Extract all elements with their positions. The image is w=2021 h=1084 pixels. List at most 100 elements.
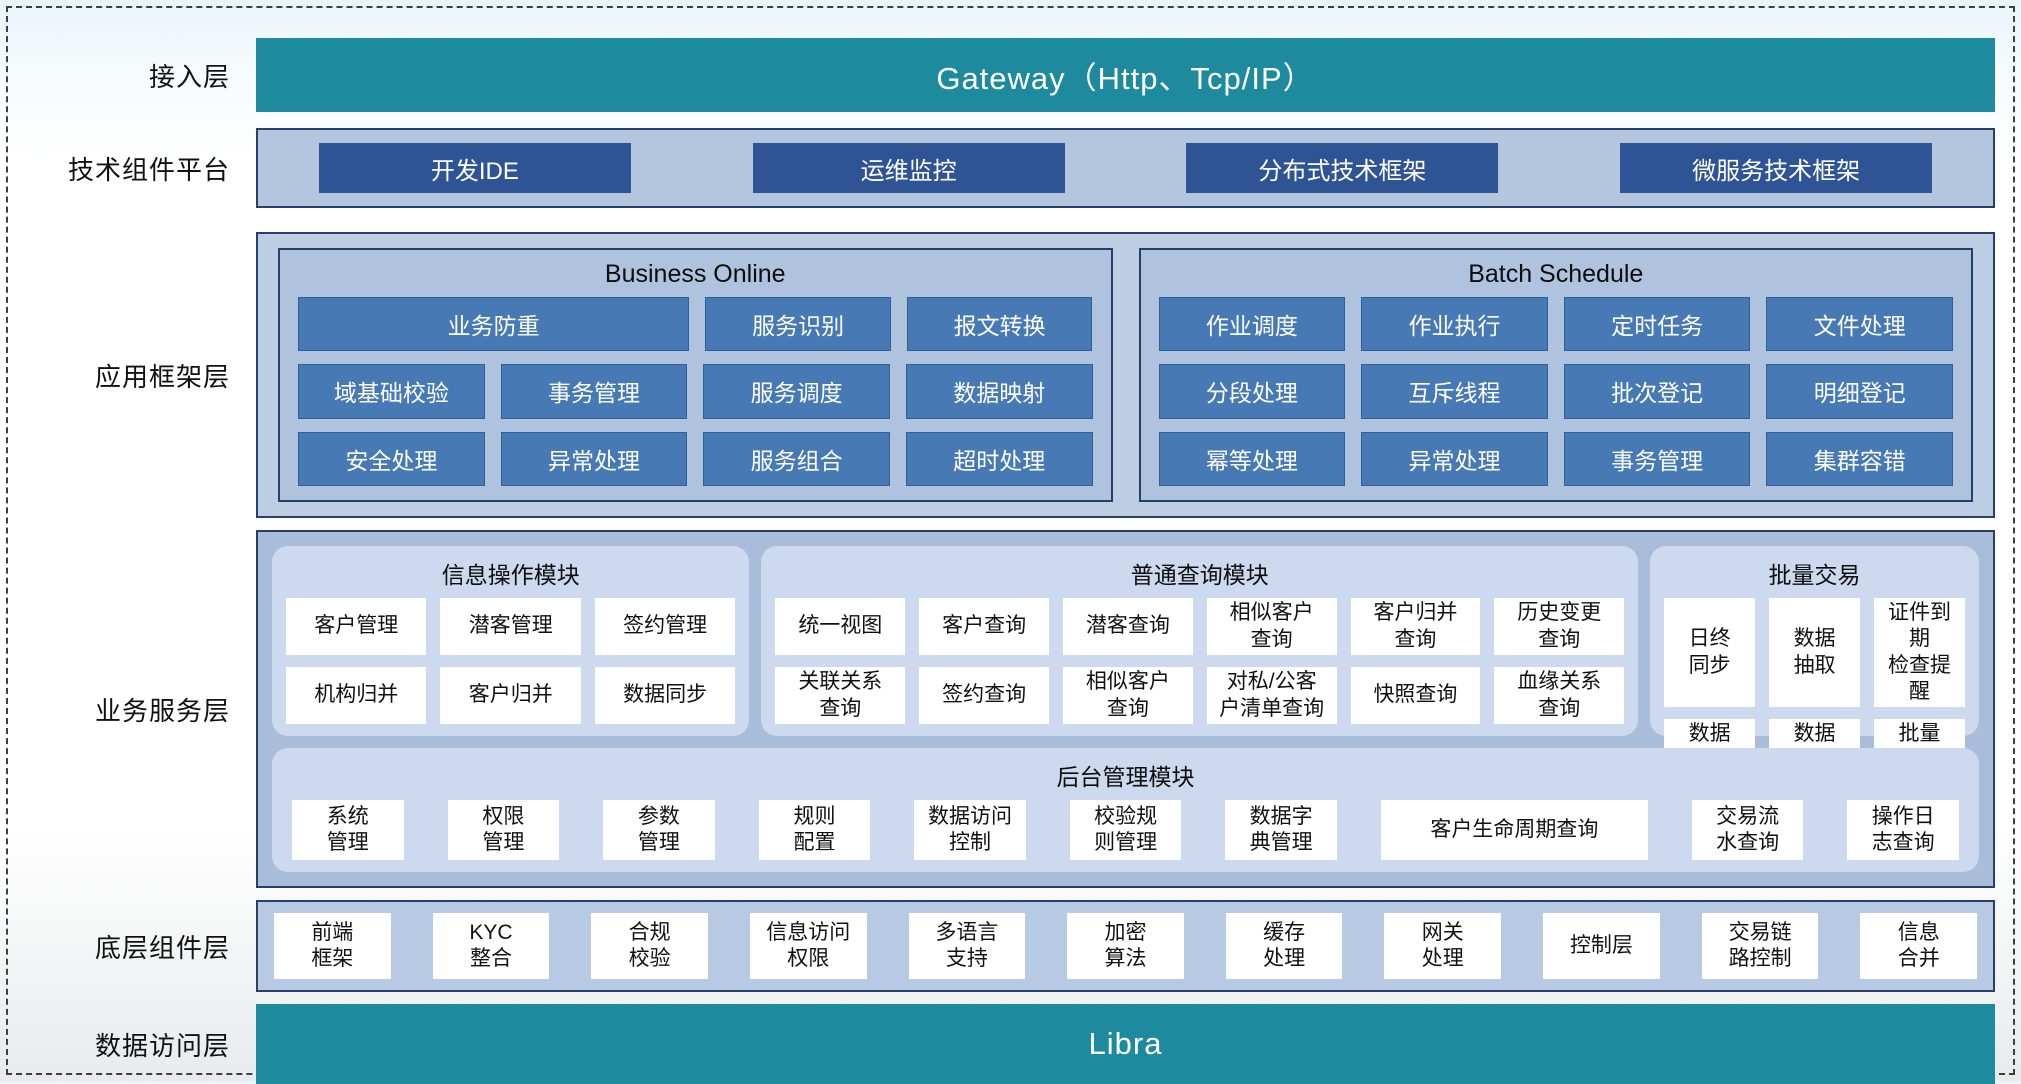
info-ops-grid: 客户管理潜客管理签约管理机构归并客户归并数据同步 (286, 598, 736, 724)
base-component-item: 交易链 路控制 (1701, 913, 1819, 979)
info-ops-item: 客户归并 (440, 667, 581, 724)
diagram-row: 关联关系 查询签约查询相似客户 查询对私/公客 户清单查询快照查询血缘关系 查询 (775, 667, 1625, 724)
diagram-row: 机构归并客户归并数据同步 (286, 667, 736, 724)
business-service-panel: 信息操作模块 客户管理潜客管理签约管理机构归并客户归并数据同步 普通查询模块 统… (256, 530, 1995, 888)
diagram-row: 作业调度作业执行定时任务文件处理 (1158, 297, 1953, 352)
diagram-row: 日终 同步数据 抽取证件到期 检查提醒 (1664, 598, 1966, 707)
admin-module-item: 校验规 则管理 (1069, 800, 1182, 860)
common-query-item: 血缘关系 查询 (1494, 667, 1625, 724)
admin-module-item: 参数 管理 (603, 800, 715, 860)
business-online-item: 报文转换 (906, 297, 1093, 352)
diagram-row: 统一视图客户查询潜客查询相似客户 查询客户归并 查询历史变更 查询 (775, 598, 1625, 655)
diagram-row: 客户管理潜客管理签约管理 (286, 598, 736, 655)
info-ops-item: 客户管理 (286, 598, 427, 655)
layer-label-tech-platform: 技术组件平台 (67, 154, 230, 185)
admin-module-grid: 系统 管理权限 管理参数 管理规则 配置数据访问 控制校验规 则管理数据字 典管… (286, 800, 1965, 860)
batch-schedule-item: 事务管理 (1563, 431, 1751, 486)
base-component-item: 信息 合并 (1860, 913, 1978, 979)
layer-data-access: 数据访问层 Libra (18, 1004, 1995, 1084)
admin-module-item: 数据字 典管理 (1225, 800, 1337, 860)
base-component-item: 多语言 支持 (908, 913, 1026, 979)
batch-trade-item: 日终 同步 (1664, 598, 1756, 707)
app-framework-panel: Business Online 业务防重服务识别报文转换域基础校验事务管理服务调… (256, 232, 1995, 518)
common-query-grid: 统一视图客户查询潜客查询相似客户 查询客户归并 查询历史变更 查询关联关系 查询… (775, 598, 1625, 724)
business-service-top-row: 信息操作模块 客户管理潜客管理签约管理机构归并客户归并数据同步 普通查询模块 统… (272, 546, 1979, 776)
base-component-item: 缓存 处理 (1225, 913, 1343, 979)
business-online-grid: 业务防重服务识别报文转换域基础校验事务管理服务调度数据映射安全处理异常处理服务组… (298, 297, 1093, 486)
common-query-title: 普通查询模块 (1130, 562, 1269, 588)
batch-schedule-title: Batch Schedule (1468, 260, 1644, 288)
batch-schedule-item: 集群容错 (1766, 431, 1953, 486)
common-query-item: 统一视图 (775, 598, 906, 655)
batch-trade-item: 数据 抽取 (1769, 598, 1861, 707)
common-query-item: 签约查询 (919, 667, 1049, 724)
layer-label-app-framework: 应用框架层 (94, 361, 230, 392)
layer-label-data-access: 数据访问层 (94, 1030, 230, 1061)
info-ops-item: 签约管理 (594, 598, 736, 655)
business-online-item: 域基础校验 (298, 364, 485, 419)
tech-platform-item: 分布式技术框架 (1186, 143, 1499, 193)
batch-schedule-item: 定时任务 (1563, 297, 1751, 352)
common-query-item: 客户归并 查询 (1350, 598, 1481, 655)
batch-schedule-item: 分段处理 (1158, 364, 1346, 419)
common-query-item: 客户查询 (919, 598, 1049, 655)
info-ops-item: 数据同步 (594, 667, 736, 724)
batch-trade-item: 证件到期 检查提醒 (1874, 598, 1966, 707)
diagram-row: 系统 管理权限 管理参数 管理规则 配置数据访问 控制校验规 则管理数据字 典管… (286, 800, 1965, 860)
business-online-item: 安全处理 (298, 431, 485, 486)
admin-module-item: 权限 管理 (447, 800, 560, 860)
business-online-item: 服务组合 (703, 431, 890, 486)
batch-schedule-item: 互斥线程 (1361, 364, 1548, 419)
diagram-row: 幂等处理异常处理事务管理集群容错 (1158, 431, 1953, 486)
batch-schedule-item: 异常处理 (1361, 431, 1548, 486)
common-query-item: 相似客户 查询 (1206, 598, 1337, 655)
tech-platform-item: 开发IDE (318, 143, 631, 193)
base-component-item: 加密 算法 (1067, 913, 1184, 979)
batch-schedule-item: 作业调度 (1158, 297, 1346, 352)
tech-platform-item: 运维监控 (752, 143, 1065, 193)
layer-business-service: 业务服务层 信息操作模块 客户管理潜客管理签约管理机构归并客户归并数据同步 普通… (18, 530, 1995, 888)
info-ops-title: 信息操作模块 (441, 562, 580, 588)
base-component-item: KYC 整合 (432, 913, 550, 979)
base-component-item: 网关 处理 (1384, 913, 1502, 979)
business-online-item: 服务调度 (703, 364, 890, 419)
batch-schedule-panel: Batch Schedule 作业调度作业执行定时任务文件处理分段处理互斥线程批… (1138, 248, 1973, 502)
base-component-item: 控制层 (1543, 913, 1660, 979)
batch-schedule-item: 文件处理 (1766, 297, 1953, 352)
admin-module-item: 数据访问 控制 (914, 800, 1026, 860)
layer-label-base-components: 底层组件层 (94, 932, 230, 963)
business-online-item: 异常处理 (500, 431, 688, 486)
diagram-row: 分段处理互斥线程批次登记明细登记 (1158, 364, 1953, 419)
layer-label-access: 接入层 (148, 61, 230, 92)
admin-module-item: 客户生命周期查询 (1380, 800, 1648, 860)
business-online-item: 超时处理 (905, 431, 1093, 486)
common-query-item: 关联关系 查询 (775, 667, 906, 724)
admin-module-item: 操作日 志查询 (1847, 800, 1959, 860)
admin-module-title: 后台管理模块 (1056, 764, 1195, 790)
common-query-item: 相似客户 查询 (1062, 667, 1193, 724)
batch-schedule-item: 幂等处理 (1158, 431, 1346, 486)
common-query-item: 历史变更 查询 (1494, 598, 1625, 655)
base-component-item: 信息访问 权限 (749, 913, 867, 979)
business-online-item: 事务管理 (500, 364, 688, 419)
common-query-module: 普通查询模块 统一视图客户查询潜客查询相似客户 查询客户归并 查询历史变更 查询… (761, 546, 1639, 736)
diagram-row: 域基础校验事务管理服务调度数据映射 (298, 364, 1093, 419)
business-online-item: 服务识别 (705, 297, 891, 352)
gateway-bar: Gateway（Http、Tcp/IP） (256, 38, 1995, 112)
batch-schedule-item: 作业执行 (1361, 297, 1548, 352)
diagram-row: 业务防重服务识别报文转换 (298, 297, 1093, 352)
business-online-panel: Business Online 业务防重服务识别报文转换域基础校验事务管理服务调… (278, 248, 1113, 502)
layer-access: 接入层 Gateway（Http、Tcp/IP） (18, 38, 1995, 112)
info-ops-item: 潜客管理 (440, 598, 581, 655)
diagram-row: 安全处理异常处理服务组合超时处理 (298, 431, 1093, 486)
admin-module-item: 交易流 水查询 (1691, 800, 1804, 860)
batch-schedule-grid: 作业调度作业执行定时任务文件处理分段处理互斥线程批次登记明细登记幂等处理异常处理… (1158, 297, 1953, 486)
architecture-diagram: 接入层 Gateway（Http、Tcp/IP） 技术组件平台 开发IDE 运维监… (18, 38, 1995, 1084)
admin-module: 后台管理模块 系统 管理权限 管理参数 管理规则 配置数据访问 控制校验规 则管… (272, 748, 1979, 872)
